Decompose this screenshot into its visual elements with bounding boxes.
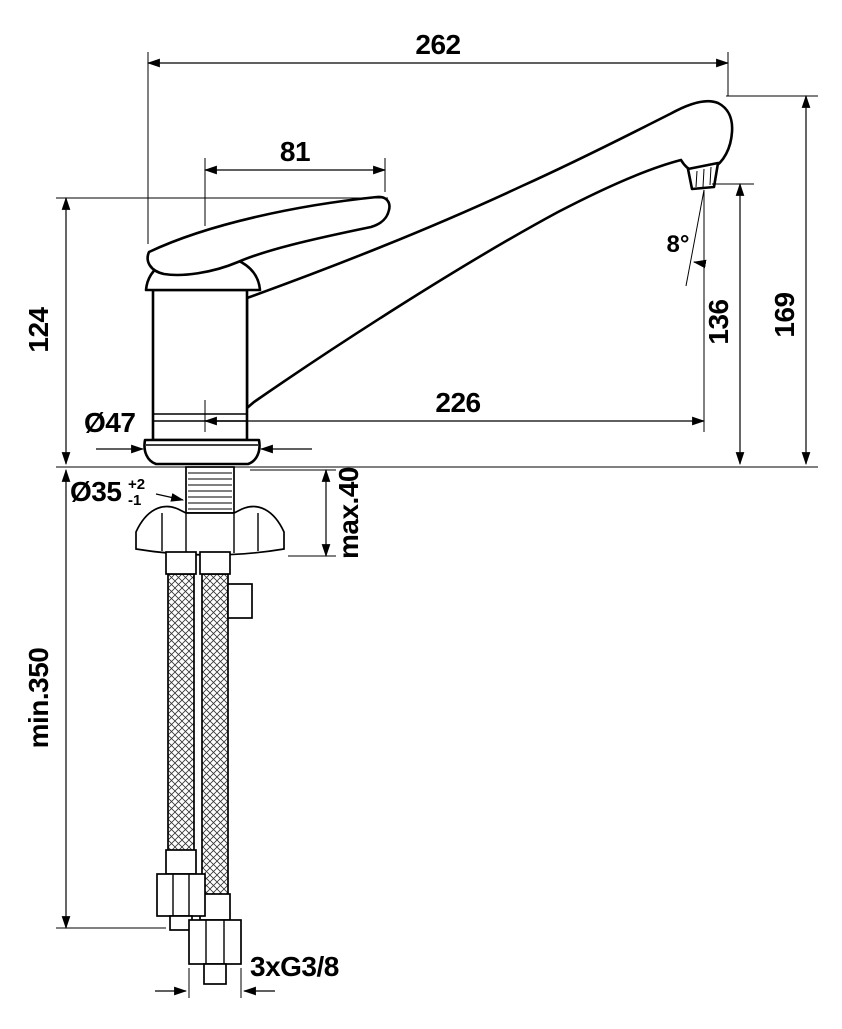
hose-nut-left-facets bbox=[172, 874, 190, 916]
dim-spray-angle: 8° bbox=[667, 189, 707, 287]
hose-right-connector bbox=[227, 583, 253, 619]
aerator-screen-lines bbox=[695, 166, 712, 188]
faucet-body bbox=[151, 288, 249, 442]
dim-body-height-label: 124 bbox=[23, 306, 54, 352]
dim-overall-width: 262 bbox=[146, 29, 730, 244]
dim-mounting-hole: Ø35 +2 -1 bbox=[70, 476, 185, 509]
dim-overall-height: 169 bbox=[726, 94, 818, 466]
angle-line bbox=[685, 189, 705, 287]
dim-spout-outlet-height: 136 bbox=[703, 182, 754, 466]
dim-connection-thread: 3xG3/8 bbox=[155, 951, 339, 998]
hose-left-braid bbox=[167, 573, 195, 853]
dim-overall-height-label: 169 bbox=[769, 292, 800, 337]
faucet-outline bbox=[135, 99, 734, 985]
dim-base-diameter-label: Ø47 bbox=[84, 407, 135, 438]
bracket-slot-lines bbox=[161, 513, 259, 553]
handle-lever bbox=[146, 195, 391, 277]
dim-min-hose-length: min.350 bbox=[23, 468, 166, 930]
dim-spray-angle-label: 8° bbox=[667, 231, 690, 258]
angle-arc bbox=[692, 259, 707, 269]
base-flange bbox=[143, 438, 261, 466]
dim-connection-thread-label: 3xG3/8 bbox=[250, 951, 339, 982]
dim-overall-width-label: 262 bbox=[415, 29, 460, 60]
hose-right-braid bbox=[201, 573, 229, 897]
dim-base-diameter: Ø47 bbox=[84, 407, 312, 454]
hose-left-collar-bottom bbox=[165, 849, 197, 875]
dim-mounting-hole-tol-plus: +2 bbox=[128, 476, 145, 493]
dim-mounting-hole-label: Ø35 bbox=[70, 476, 121, 507]
dim-min-hose-length-label: min.350 bbox=[23, 648, 54, 749]
threaded-shank bbox=[185, 466, 235, 514]
mounting-bracket bbox=[135, 505, 285, 556]
dim-max-deck-thickness: max.40 bbox=[250, 467, 364, 559]
shank-thread-lines bbox=[188, 472, 232, 510]
dim-lever-length: 81 bbox=[203, 136, 387, 226]
dim-lever-length-label: 81 bbox=[280, 136, 310, 167]
leader-line bbox=[155, 493, 185, 502]
faucet-spout bbox=[245, 99, 734, 410]
dim-max-deck-thickness-label: max.40 bbox=[333, 467, 364, 559]
hose-nut-right bbox=[188, 919, 242, 965]
hose-nut-left bbox=[156, 873, 206, 917]
dim-spout-reach-label: 226 bbox=[435, 387, 480, 418]
hose-nut-right-facets bbox=[205, 920, 225, 964]
dimensions: 262 81 124 Ø47 Ø35 +2 -1 bbox=[23, 29, 818, 998]
hose-left-collar-top bbox=[165, 551, 197, 575]
dim-body-height: 124 bbox=[23, 196, 388, 466]
dim-mounting-hole-tol-minus: -1 bbox=[128, 492, 141, 509]
hose-nut-right-tip bbox=[203, 963, 227, 985]
dim-spout-reach: 226 bbox=[203, 190, 706, 432]
dim-spout-outlet-height-label: 136 bbox=[703, 299, 734, 344]
hose-right-collar-top bbox=[199, 551, 231, 575]
